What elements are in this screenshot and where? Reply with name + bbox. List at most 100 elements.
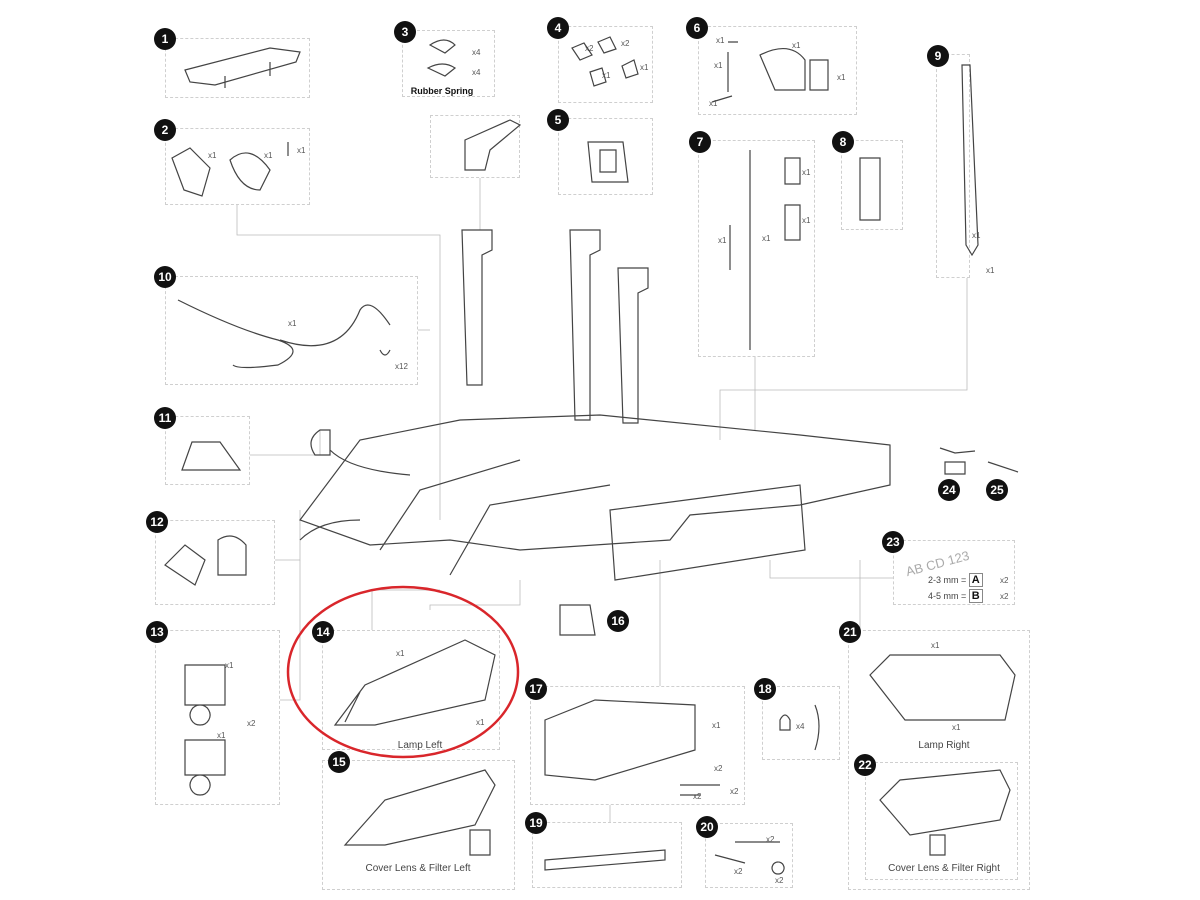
qty-label: x1: [718, 236, 727, 245]
part-number-badge: 15: [328, 751, 350, 773]
qty-label: x1: [476, 718, 485, 727]
qty-label: x2: [730, 787, 739, 796]
qty-label: x1: [837, 73, 846, 82]
qty-label: x4: [472, 68, 481, 77]
part-15-art: [343, 769, 496, 856]
part-box-20: [705, 823, 793, 888]
part-12-art: [164, 535, 247, 586]
part-2-art: [171, 142, 289, 197]
part-3-art: [426, 39, 522, 171]
cover-lens-right-label: Cover Lens & Filter Right: [888, 863, 1000, 874]
part-19-art: [544, 849, 666, 871]
part-number-badge: 21: [839, 621, 861, 643]
rubber-spring-label: Rubber Spring: [410, 86, 474, 96]
part-number-badge: 14: [312, 621, 334, 643]
part-box-5: [558, 118, 653, 195]
part-21-art: [869, 654, 1016, 721]
qty-label: x1: [288, 319, 297, 328]
qty-label: x1: [709, 99, 718, 108]
part-box-3: [402, 30, 495, 97]
part-box-9: [936, 54, 970, 278]
qty-label: x1: [716, 36, 725, 45]
part-number-badge: 7: [689, 131, 711, 153]
qty-label: x4: [472, 48, 481, 57]
qty-label: x12: [395, 362, 408, 371]
qty-label: x4: [796, 722, 805, 731]
qty-label: x2: [1000, 576, 1009, 585]
part-number-badge: 13: [146, 621, 168, 643]
part-number-badge: 9: [927, 45, 949, 67]
part-number-badge: 2: [154, 119, 176, 141]
qty-label: x2: [714, 764, 723, 773]
part-25-art: [987, 461, 1019, 473]
part-box-18: [762, 686, 840, 760]
part-number-badge: 23: [882, 531, 904, 553]
part-number-badge: 10: [154, 266, 176, 288]
qty-label: x1: [396, 649, 405, 658]
qty-label: x1: [297, 146, 306, 155]
qty-label: x1: [762, 234, 771, 243]
qty-label: x1: [972, 231, 981, 240]
part-9-art: [961, 64, 979, 257]
qty-label: x2: [585, 44, 594, 53]
part-box-22: [865, 762, 1018, 880]
part-box-14: [322, 630, 500, 750]
part-20-art: [714, 841, 785, 875]
part-number-badge: 5: [547, 109, 569, 131]
part-box-3-assembly: [430, 115, 520, 178]
part-number-badge: 17: [525, 678, 547, 700]
part-number-badge: 3: [394, 21, 416, 43]
part-number-badge: 6: [686, 17, 708, 39]
part-box-17: [530, 686, 745, 805]
part-18-art: [779, 704, 820, 751]
part-24-art: [939, 447, 976, 475]
part-box-6: [698, 26, 857, 115]
plate-thickness-b: 4-5 mm = B x2: [928, 589, 1008, 603]
qty-label: x1: [217, 731, 226, 740]
cover-lens-left-label: Cover Lens & Filter Left: [365, 863, 471, 874]
part-box-1: [165, 38, 310, 98]
part-number-badge: 18: [754, 678, 776, 700]
plate-b-letter: B: [968, 589, 983, 603]
part-14-art: [333, 639, 496, 726]
qty-label: x1: [602, 71, 611, 80]
qty-label: x2: [734, 867, 743, 876]
qty-label: x2: [247, 719, 256, 728]
part-box-15: [322, 760, 515, 890]
part-10-art: [177, 299, 391, 369]
plate-a-letter: A: [968, 573, 983, 587]
part-number-badge: 4: [547, 17, 569, 39]
qty-label: x1: [640, 63, 649, 72]
part-6-art: [711, 41, 829, 103]
qty-label: x1: [208, 151, 217, 160]
qty-label: x2: [766, 835, 775, 844]
part-number-badge: 11: [154, 407, 176, 429]
part-number-badge: 25: [986, 479, 1008, 501]
part-4-art: [571, 36, 639, 87]
qty-label: x1: [931, 641, 940, 650]
qty-label: x1: [714, 61, 723, 70]
part-box-19: [532, 822, 682, 888]
lamp-right-label: Lamp Right: [918, 740, 970, 751]
part-number-badge: 16: [607, 610, 629, 632]
part-16-art: [559, 604, 596, 636]
qty-label: x1: [264, 151, 273, 160]
part-box-10: [165, 276, 418, 385]
plate-b-text: 4-5 mm =: [928, 591, 967, 601]
qty-label: x1: [986, 266, 995, 275]
part-7-art: [729, 150, 801, 350]
part-box-4: [558, 26, 653, 103]
part-box-13: [155, 630, 280, 805]
part-number-badge: 22: [854, 754, 876, 776]
part-5-art: [587, 141, 629, 183]
part-22-art: [879, 769, 1011, 856]
qty-label: x2: [775, 876, 784, 885]
part-box-21: [848, 630, 1030, 890]
plate-thickness-a: 2-3 mm = A x2: [928, 573, 1008, 587]
part-number-badge: 8: [832, 131, 854, 153]
part-box-23: [893, 540, 1015, 605]
lamp-left-label: Lamp Left: [397, 740, 443, 751]
part-number-badge: 12: [146, 511, 168, 533]
part-box-7: [698, 140, 815, 357]
